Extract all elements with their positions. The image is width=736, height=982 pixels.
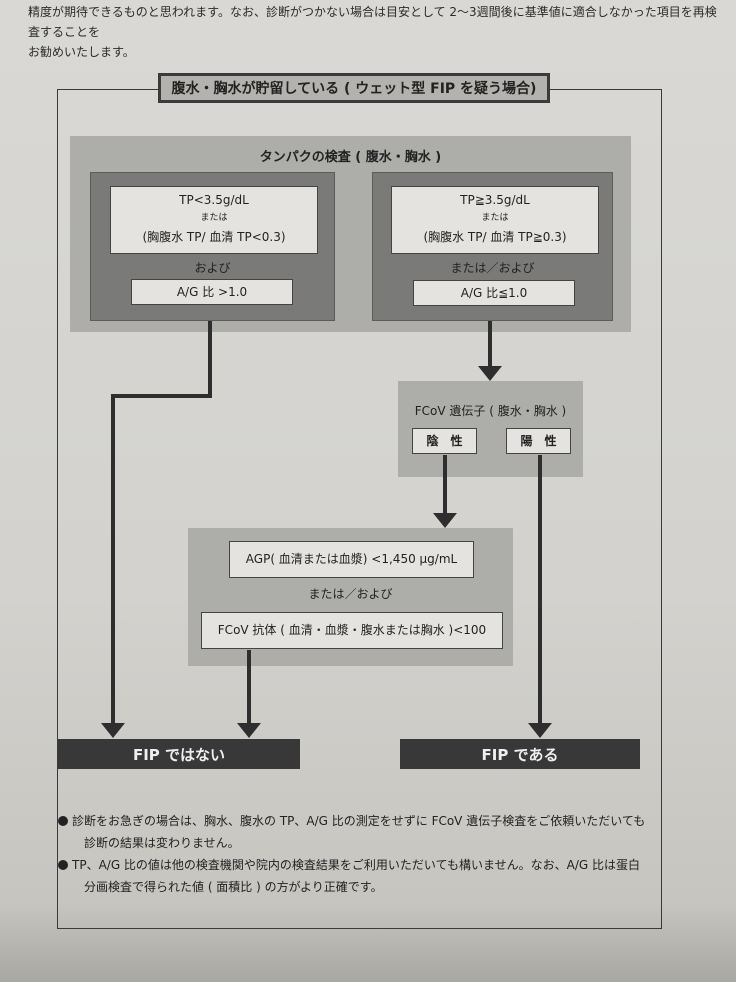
result-is-fip-label: FIP である [481, 745, 559, 764]
tp-low-box: TP<3.5g/dL または (胸腹水 TP/ 血清 TP<0.3) [110, 186, 318, 254]
result-not-fip-label: FIP ではない [132, 745, 226, 764]
tp-high-box: TP≧3.5g/dL または (胸腹水 TP/ 血清 TP≧0.3) [391, 186, 599, 254]
fcov-gene-title: FCoV 遺伝子 ( 腹水・胸水 ) [414, 404, 567, 418]
flowchart-title: 腹水・胸水が貯留している ( ウェット型 FIP を疑う場合) [158, 73, 550, 103]
result-is-fip: FIP である [400, 739, 640, 769]
arrow-down-icon [237, 723, 261, 738]
arrow-down-icon [433, 513, 457, 528]
positive-box: 陽 性 [506, 428, 571, 454]
note-2-line-1: TP、A/G 比の値は他の検査機関や院内の検査結果をご利用いただいても構いません… [72, 858, 640, 872]
note-item: TP、A/G 比の値は他の検査機関や院内の検査結果をご利用いただいても構いません… [58, 854, 658, 898]
negative-box: 陰 性 [412, 428, 477, 454]
protein-test-title: タンパクの検査 ( 腹水・胸水 ) [259, 150, 442, 165]
note-1-line-1: 診断をお急ぎの場合は、胸水、腹水の TP、A/G 比の測定をせずに FCoV 遺… [72, 814, 646, 828]
notes-section: 診断をお急ぎの場合は、胸水、腹水の TP、A/G 比の測定をせずに FCoV 遺… [58, 810, 658, 898]
intro-line-2: お勧めいたします。 [28, 45, 135, 59]
tp-low-value: TP<3.5g/dL [179, 193, 249, 207]
tp-high-value: TP≧3.5g/dL [460, 193, 530, 207]
ag-low-box: A/G 比≦1.0 [413, 280, 575, 306]
tp-low-or: または [200, 213, 228, 223]
result-not-fip: FIP ではない [58, 739, 300, 769]
intro-line-1: 精度が期待できるものと思われます。なお、診断がつかない場合は目安として 2～3週… [28, 5, 717, 39]
arrow-down-icon [528, 723, 552, 738]
antibody-box: FCoV 抗体 ( 血清・血漿・腹水または胸水 )<100 [201, 612, 503, 649]
agp-box: AGP( 血清または血漿) <1,450 μg/mL [229, 541, 474, 578]
arrow-down-icon [101, 723, 125, 738]
tp-high-or: または [481, 213, 509, 223]
arrow-down-icon [478, 366, 502, 381]
line-left-to-not-fip [111, 321, 212, 725]
tp-low-ratio: (胸腹水 TP/ 血清 TP<0.3) [142, 230, 286, 244]
intro-paragraph: 精度が期待できるものと思われます。なお、診断がつかない場合は目安として 2～3週… [28, 2, 718, 62]
tp-high-ratio: (胸腹水 TP/ 血清 TP≧0.3) [423, 230, 567, 244]
note-item: 診断をお急ぎの場合は、胸水、腹水の TP、A/G 比の測定をせずに FCoV 遺… [58, 810, 658, 854]
note-2-line-2: 分画検査で得られた値 ( 面積比 ) の方がより正確です。 [84, 880, 383, 894]
ag-high-box: A/G 比 >1.0 [131, 279, 293, 305]
bullet-icon [58, 816, 68, 826]
left-and-connector: および [194, 261, 231, 275]
right-and-or-connector: または／および [450, 261, 535, 275]
bullet-icon [58, 860, 68, 870]
note-1-line-2: 診断の結果は変わりません。 [84, 836, 240, 850]
agp-and-or-connector: または／および [308, 587, 393, 601]
